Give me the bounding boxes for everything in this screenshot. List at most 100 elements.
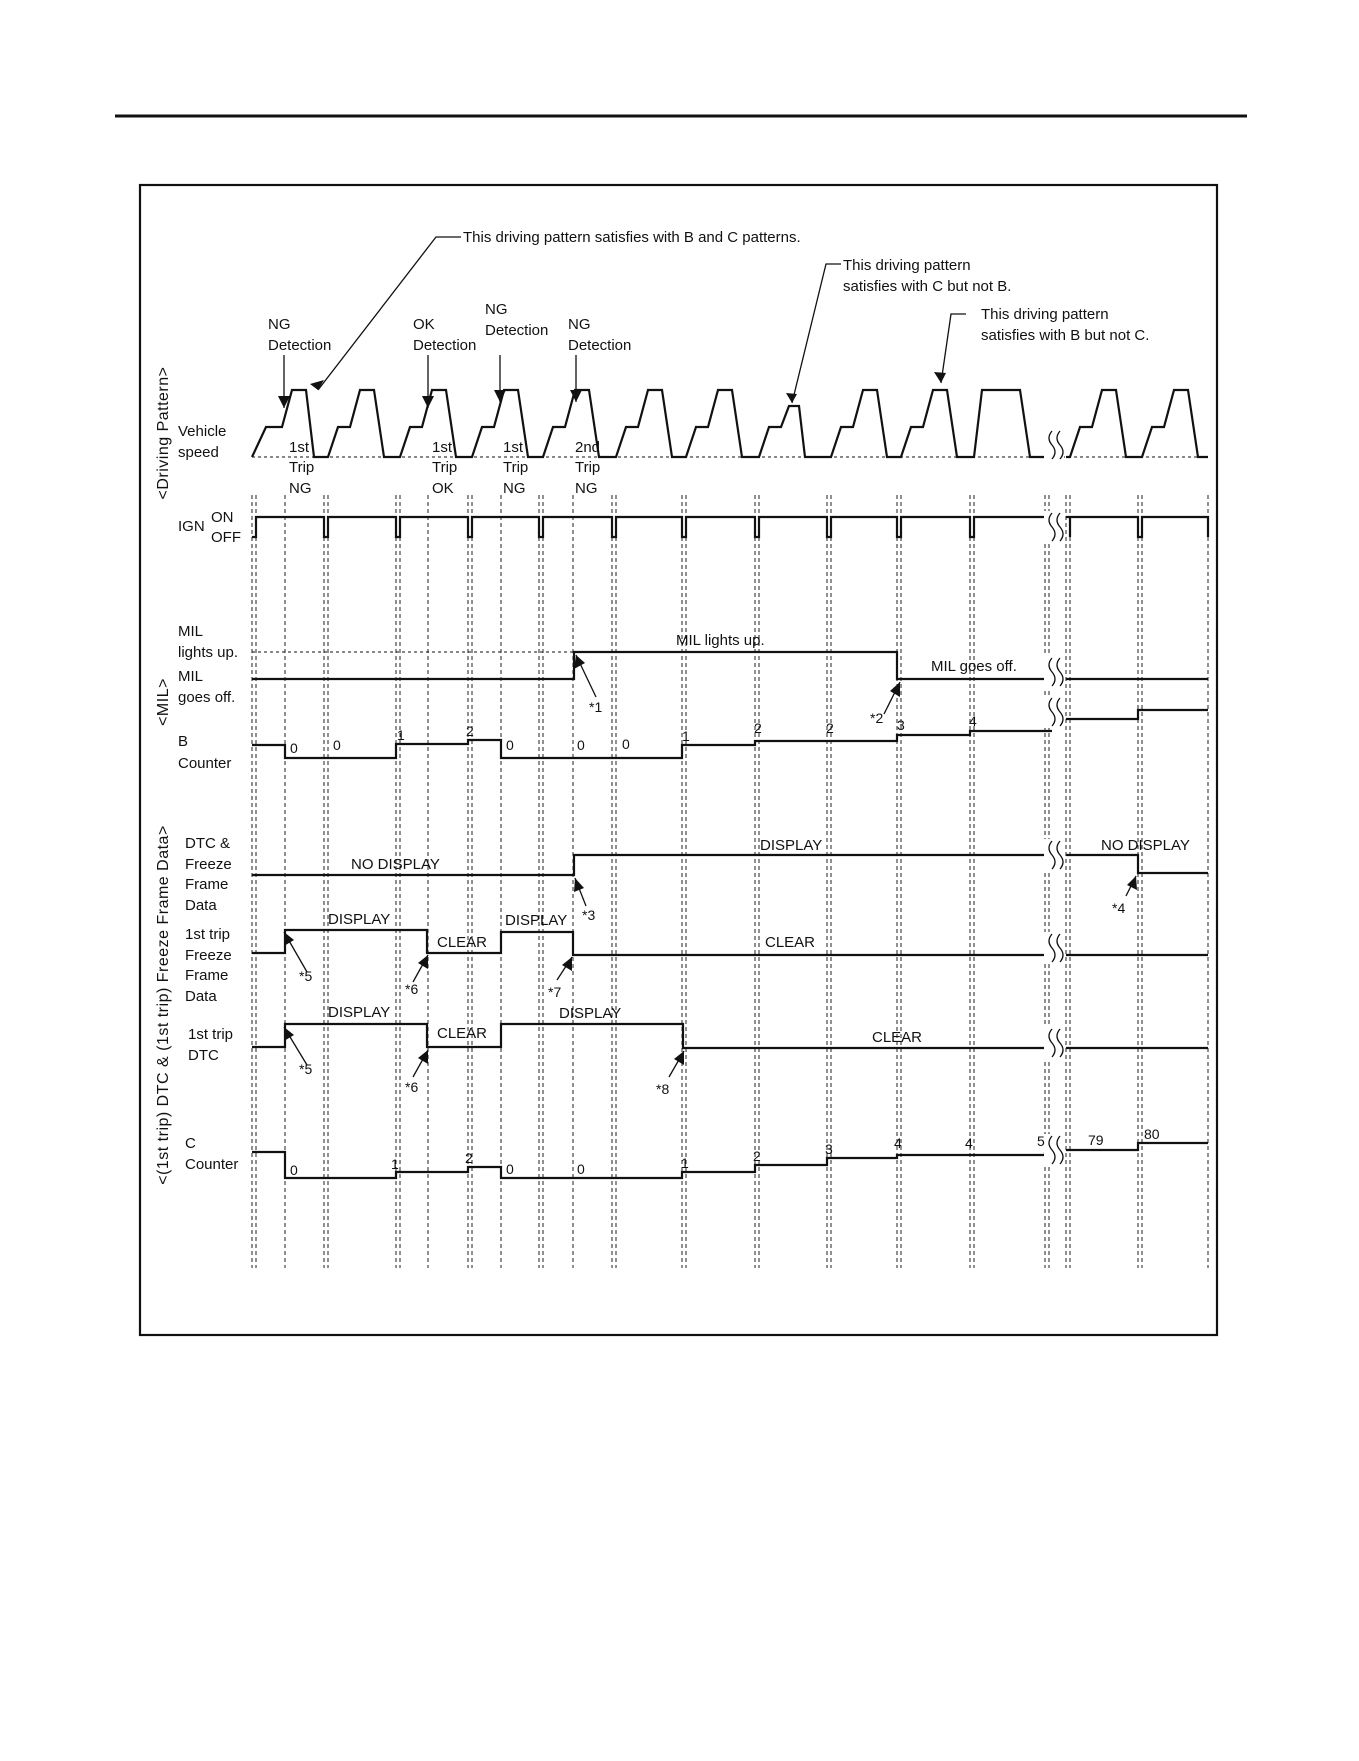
label-dtc-ffd-3: Frame (185, 876, 228, 893)
callout-b-not-c-line2: satisfies with B but not C. (981, 327, 1149, 344)
svg-text:1: 1 (682, 728, 690, 744)
svg-text:1st: 1st (503, 439, 524, 456)
svg-text:1st: 1st (432, 439, 453, 456)
callout-b-not-c-line1: This driving pattern (981, 306, 1109, 323)
break-mark (1056, 840, 1064, 870)
detection-3-line2: Detection (485, 322, 548, 339)
signal-dtc-no-display: NO DISPLAY (351, 856, 440, 873)
dtc-1st-trace (252, 1022, 1208, 1050)
svg-text:1: 1 (397, 727, 405, 743)
label-dtc-ffd-4: Data (185, 897, 217, 914)
label-c-counter-2: Counter (185, 1156, 238, 1173)
label-ffd-1st-3: Frame (185, 967, 228, 984)
svg-text:79: 79 (1088, 1132, 1104, 1148)
arrowheads (278, 372, 1137, 1065)
svg-text:3: 3 (825, 1141, 833, 1157)
signal-dtc1-clear-1: CLEAR (437, 1025, 487, 1042)
mil-trace (252, 650, 1208, 681)
callout-c-not-b-line1: This driving pattern (843, 257, 971, 274)
svg-text:4: 4 (969, 713, 977, 729)
svg-text:2: 2 (753, 1148, 761, 1164)
svg-text:0: 0 (577, 1161, 585, 1177)
label-ign-on: ON (211, 509, 234, 526)
svg-text:2: 2 (754, 720, 762, 736)
label-ign: IGN (178, 518, 205, 535)
detection-4-line2: Detection (568, 337, 631, 354)
svg-text:NG: NG (289, 480, 312, 497)
break-mark (1056, 512, 1064, 542)
callout-leaders (283, 236, 1137, 1078)
detection-2-line2: Detection (413, 337, 476, 354)
label-dtc-1st-2: DTC (188, 1047, 219, 1064)
label-vehicle-speed-1: Vehicle (178, 423, 226, 440)
svg-text:4: 4 (894, 1135, 902, 1151)
svg-text:Trip: Trip (289, 459, 314, 476)
svg-text:0: 0 (290, 1162, 298, 1178)
break-mark (1048, 1028, 1056, 1058)
break-mark (1056, 430, 1064, 460)
svg-text:NG: NG (503, 480, 526, 497)
label-ffd-1st-1: 1st trip (185, 926, 230, 943)
signal-dtc-no-display-2: NO DISPLAY (1101, 837, 1190, 854)
label-mil-off-1: MIL (178, 668, 203, 685)
marker-4: *4 (1112, 900, 1125, 916)
break-mark (1056, 1135, 1064, 1165)
label-ign-off: OFF (211, 529, 241, 546)
label-b-counter-1: B (178, 733, 188, 750)
svg-text:0: 0 (506, 1161, 514, 1177)
time-break-marks (1044, 429, 1064, 1166)
svg-text:5: 5 (1037, 1133, 1045, 1149)
dtc-ffd-trace (252, 853, 1208, 877)
break-mark (1048, 1135, 1056, 1165)
section-mil: <MIL> (155, 678, 172, 726)
signal-dtc1-clear-2: CLEAR (872, 1029, 922, 1046)
signal-ffd-clear-1: CLEAR (437, 934, 487, 951)
svg-text:0: 0 (577, 737, 585, 753)
svg-text:2: 2 (826, 720, 834, 736)
break-mark (1056, 933, 1064, 963)
diagram-frame (138, 183, 1219, 1337)
ffd-1st-trace (252, 928, 1208, 957)
break-mark (1048, 430, 1056, 460)
trip-boundary-grid (251, 495, 1209, 1268)
ign-trace (252, 515, 1210, 539)
trip-result-labels: 1st Trip NG 1st Trip OK 1st Trip NG 2nd … (289, 439, 600, 497)
svg-text:Trip: Trip (503, 459, 528, 476)
break-mark (1056, 657, 1064, 687)
svg-text:0: 0 (622, 736, 630, 752)
label-mil-on-2: lights up. (178, 644, 238, 661)
break-mark (1048, 933, 1056, 963)
label-mil-off-2: goes off. (178, 689, 235, 706)
signal-mil-goes-off: MIL goes off. (931, 658, 1017, 675)
break-mark (1048, 512, 1056, 542)
svg-text:3: 3 (897, 717, 905, 733)
label-dtc-ffd-2: Freeze (185, 856, 232, 873)
section-dtc: <(1st trip) DTC & (1st trip) Freeze Fram… (155, 825, 172, 1185)
signal-dtc-display: DISPLAY (760, 837, 822, 854)
marker-8: *8 (656, 1081, 669, 1097)
signal-ffd-display-2: DISPLAY (505, 912, 567, 929)
signal-ffd-display-1: DISPLAY (328, 911, 390, 928)
signal-mil-lights-up: MIL lights up. (676, 632, 765, 649)
b-counter-values: 0 0 1 2 0 0 0 1 2 2 3 4 (290, 713, 977, 756)
svg-text:OK: OK (432, 480, 454, 497)
svg-text:2nd: 2nd (575, 439, 600, 456)
break-mark (1056, 1028, 1064, 1058)
vehicle-speed-trace (251, 388, 1208, 459)
svg-text:1: 1 (681, 1155, 689, 1171)
marker-3: *3 (582, 907, 595, 923)
marker-5a: *5 (299, 968, 312, 984)
marker-7: *7 (548, 984, 561, 1000)
label-c-counter-1: C (185, 1135, 196, 1152)
signal-ffd-clear-2: CLEAR (765, 934, 815, 951)
label-dtc-ffd-1: DTC & (185, 835, 230, 852)
svg-text:80: 80 (1144, 1126, 1160, 1142)
svg-text:2: 2 (465, 1150, 473, 1166)
label-dtc-1st-1: 1st trip (188, 1026, 233, 1043)
marker-5b: *5 (299, 1061, 312, 1077)
detection-1-line1: NG (268, 316, 291, 333)
label-ffd-1st-2: Freeze (185, 947, 232, 964)
break-mark (1048, 840, 1056, 870)
svg-text:Trip: Trip (432, 459, 457, 476)
